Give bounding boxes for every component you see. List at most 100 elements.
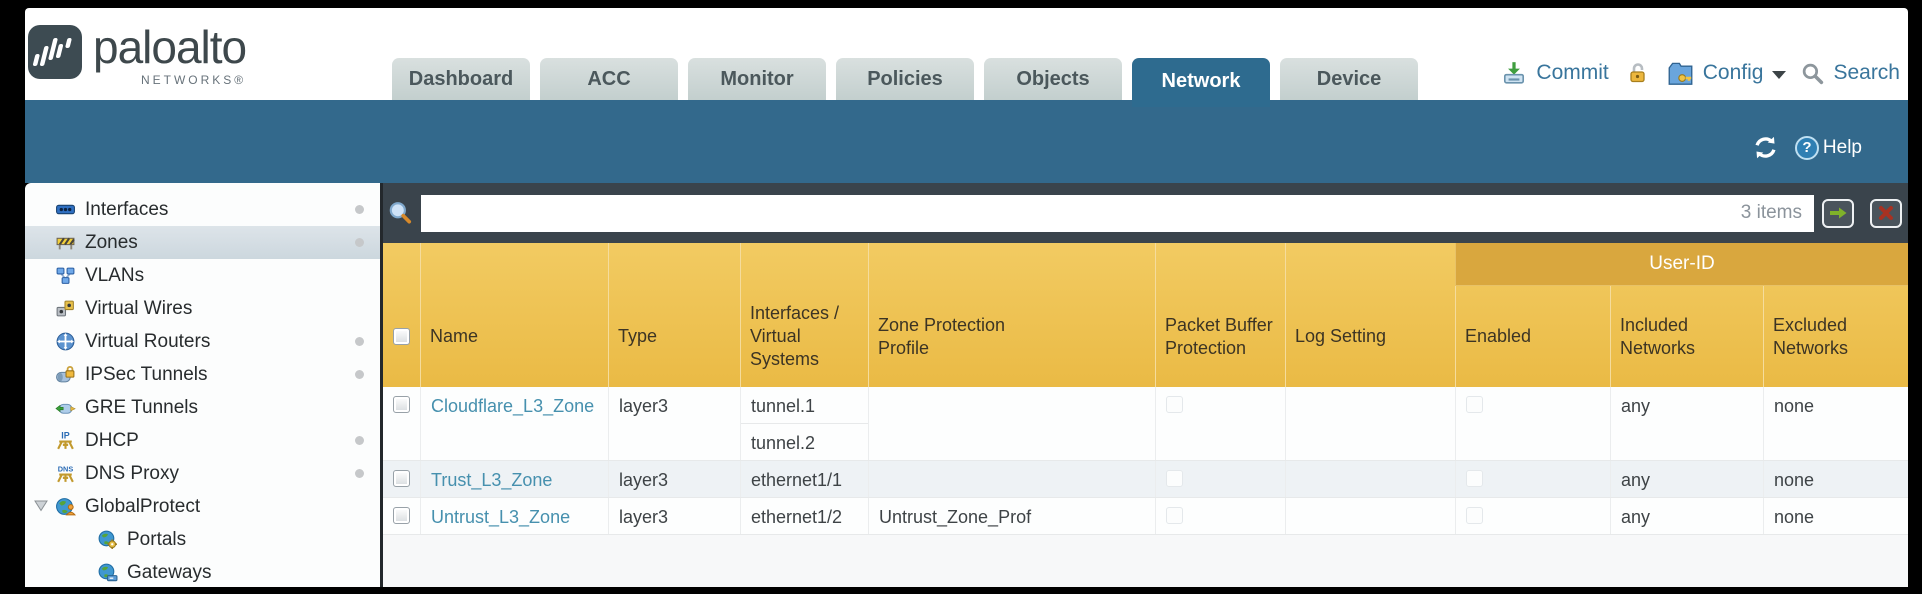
- vlans-icon: [56, 267, 75, 284]
- tab-network[interactable]: Network: [1132, 58, 1270, 107]
- tab-acc[interactable]: ACC: [540, 58, 678, 100]
- excluded-networks: none: [1763, 461, 1908, 497]
- help-icon: ?: [1794, 135, 1819, 160]
- sidebar-item-portals[interactable]: Portals: [25, 523, 380, 556]
- status-dot: [355, 370, 364, 379]
- tab-dashboard[interactable]: Dashboard: [392, 58, 530, 100]
- zone-name-link[interactable]: Cloudflare_L3_Zone: [431, 396, 595, 416]
- svg-text:DNS: DNS: [58, 464, 74, 473]
- tab-policies[interactable]: Policies: [836, 58, 974, 100]
- column-header-log-setting[interactable]: Log Setting: [1285, 243, 1455, 387]
- column-header-zone-protection[interactable]: Zone Protection Profile: [868, 243, 1155, 387]
- zones-icon: [56, 237, 75, 250]
- zones-table-header: Name Type Interfaces / Virtual Systems Z…: [383, 243, 1908, 387]
- help-button[interactable]: ? Help: [1794, 135, 1862, 160]
- sidebar-item-dns-proxy[interactable]: DNS DNS Proxy: [25, 457, 380, 490]
- network-sidebar: Interfaces Zones VLANs: [25, 183, 380, 587]
- log-setting: [1285, 498, 1455, 534]
- zone-interface: ethernet1/2: [740, 498, 868, 534]
- zone-type: layer3: [608, 498, 740, 534]
- commit-button[interactable]: Commit: [1536, 61, 1609, 84]
- config-caret-down-icon[interactable]: [1772, 71, 1787, 79]
- clear-filter-button[interactable]: [1870, 198, 1902, 228]
- dhcp-icon: IP: [57, 430, 74, 450]
- commit-icon[interactable]: [1501, 60, 1527, 86]
- interfaces-icon: [56, 204, 75, 215]
- filter-search-icon: [389, 202, 412, 224]
- zone-interface: tunnel.2: [751, 433, 816, 453]
- sidebar-item-gateways[interactable]: Gateways: [25, 556, 380, 587]
- apply-filter-button[interactable]: [1822, 198, 1854, 228]
- packet-buffer-checkbox: [1166, 507, 1183, 524]
- zone-name-link[interactable]: Untrust_L3_Zone: [431, 507, 571, 527]
- gateways-icon: [98, 563, 118, 582]
- table-row: Trust_L3_Zone layer3 ethernet1/1 any non…: [383, 461, 1908, 498]
- sidebar-item-virtual-wires[interactable]: Virtual Wires: [25, 292, 380, 325]
- included-networks: any: [1610, 387, 1763, 460]
- red-x-icon: [1879, 206, 1893, 220]
- paloalto-logo: paloalto NETWORKS®: [27, 24, 247, 87]
- tab-objects[interactable]: Objects: [984, 58, 1122, 100]
- sidebar-item-globalprotect[interactable]: GlobalProtect: [25, 490, 380, 523]
- filter-bar: 3 items: [383, 183, 1908, 243]
- excluded-networks: none: [1763, 498, 1908, 534]
- ipsec-tunnels-icon: [56, 365, 75, 383]
- config-icon[interactable]: [1667, 61, 1694, 86]
- table-row: Untrust_L3_Zone layer3 ethernet1/2 Untru…: [383, 498, 1908, 535]
- packet-buffer-checkbox: [1166, 470, 1183, 487]
- zone-protection-profile: [868, 387, 1155, 460]
- included-networks: any: [1610, 461, 1763, 497]
- column-header-excluded-networks[interactable]: Excluded Networks: [1763, 286, 1908, 387]
- log-setting: [1285, 461, 1455, 497]
- zone-type: layer3: [608, 461, 740, 497]
- filter-input[interactable]: [421, 194, 1814, 232]
- row-checkbox[interactable]: [393, 470, 410, 487]
- row-checkbox[interactable]: [393, 507, 410, 524]
- row-checkbox[interactable]: [393, 396, 410, 413]
- sidebar-item-dhcp[interactable]: IP DHCP: [25, 424, 380, 457]
- search-button[interactable]: Search: [1833, 61, 1900, 84]
- app-window: paloalto NETWORKS® Dashboard ACC Monitor…: [25, 8, 1908, 587]
- column-header-enabled[interactable]: Enabled: [1455, 286, 1610, 387]
- search-icon[interactable]: [1801, 62, 1824, 85]
- zone-protection-profile: Untrust_Zone_Prof: [868, 498, 1155, 534]
- select-all-checkbox[interactable]: [393, 328, 410, 345]
- green-arrow-icon: [1830, 207, 1847, 219]
- header-utilities: Commit Config Search: [1501, 60, 1900, 86]
- zone-interface: ethernet1/1: [740, 461, 868, 497]
- log-setting: [1285, 387, 1455, 460]
- refresh-icon[interactable]: [1752, 134, 1779, 161]
- sidebar-item-ipsec-tunnels[interactable]: IPSec Tunnels: [25, 358, 380, 391]
- gre-tunnels-icon: [55, 403, 76, 414]
- packet-buffer-checkbox: [1166, 396, 1183, 413]
- column-group-user-id[interactable]: User-ID: [1455, 243, 1908, 286]
- column-header-included-networks[interactable]: Included Networks: [1610, 286, 1763, 387]
- portals-icon: [98, 530, 117, 549]
- expander-triangle-icon[interactable]: [34, 500, 48, 512]
- page-band: ? Help: [25, 100, 1908, 183]
- tab-monitor[interactable]: Monitor: [688, 58, 826, 100]
- sidebar-item-zones[interactable]: Zones: [25, 226, 380, 259]
- column-header-packet-buffer[interactable]: Packet Buffer Protection: [1155, 243, 1285, 387]
- zone-protection-profile: [868, 461, 1155, 497]
- tab-device[interactable]: Device: [1280, 58, 1418, 100]
- sidebar-item-gre-tunnels[interactable]: GRE Tunnels: [25, 391, 380, 424]
- column-header-type[interactable]: Type: [608, 243, 740, 387]
- sidebar-item-interfaces[interactable]: Interfaces: [25, 193, 380, 226]
- panel-splitter[interactable]: [380, 183, 383, 587]
- zone-name-link[interactable]: Trust_L3_Zone: [431, 470, 553, 490]
- sidebar-item-virtual-routers[interactable]: Virtual Routers: [25, 325, 380, 358]
- status-dot: [355, 238, 364, 247]
- status-dot: [355, 205, 364, 214]
- config-menu[interactable]: Config: [1702, 61, 1764, 84]
- lock-icon[interactable]: [1626, 61, 1650, 85]
- table-row: Cloudflare_L3_Zone layer3 tunnel.1 tunne…: [383, 387, 1908, 461]
- status-dot: [355, 469, 364, 478]
- main-nav-tabs: Dashboard ACC Monitor Policies Objects N…: [392, 51, 1418, 107]
- status-dot: [355, 337, 364, 346]
- sidebar-item-vlans[interactable]: VLANs: [25, 259, 380, 292]
- status-dot: [355, 436, 364, 445]
- column-header-interfaces[interactable]: Interfaces / Virtual Systems: [740, 243, 868, 387]
- column-header-name[interactable]: Name: [420, 243, 608, 387]
- app-header: paloalto NETWORKS® Dashboard ACC Monitor…: [25, 8, 1908, 107]
